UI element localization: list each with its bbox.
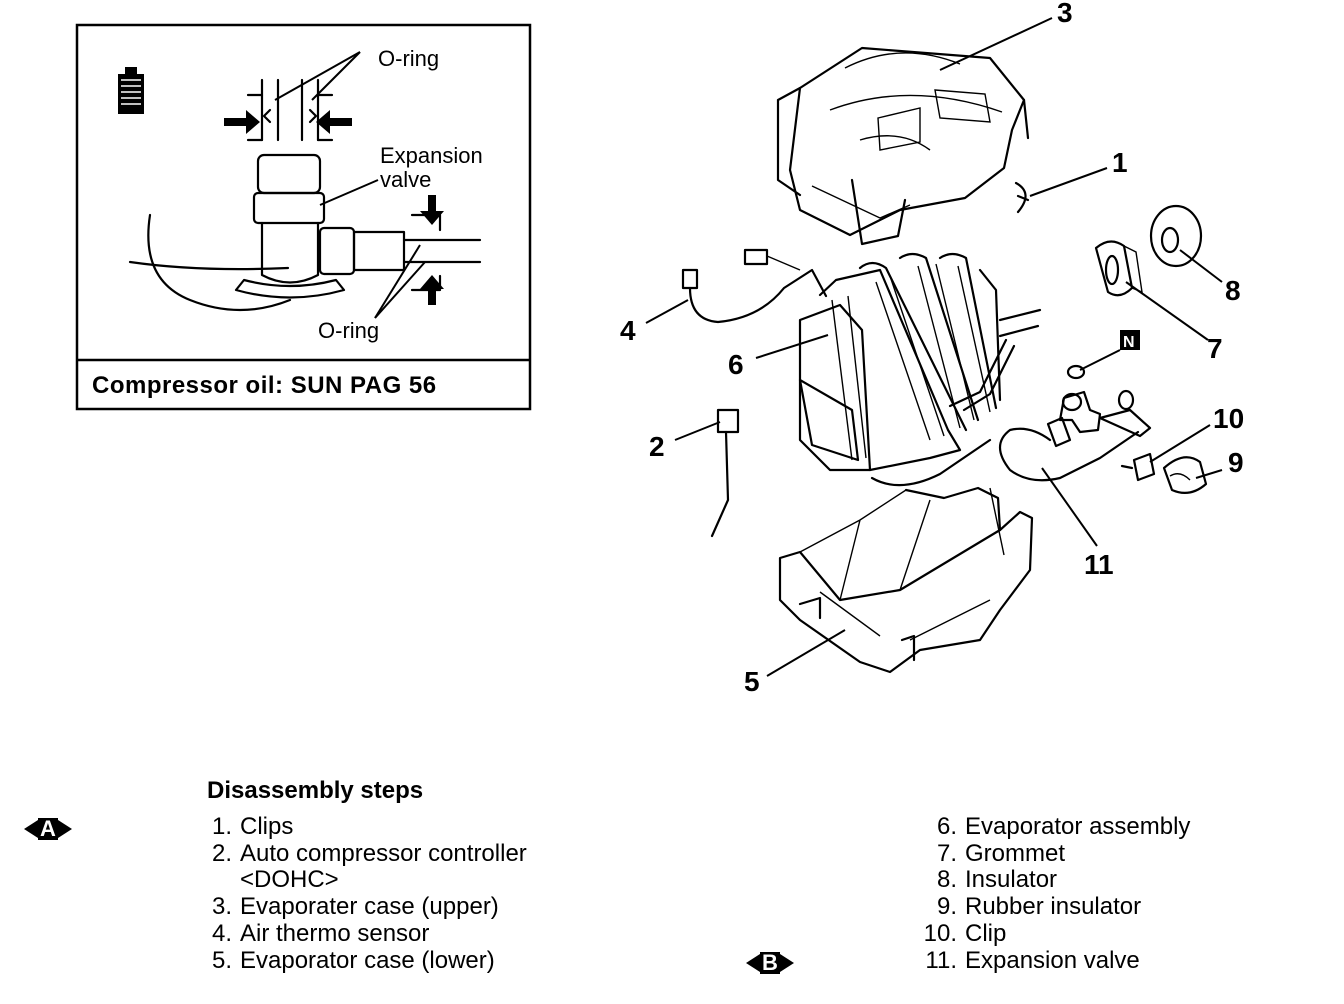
part-clip <box>1014 181 1030 214</box>
list-item: 7.Grommet <box>936 839 1066 867</box>
list-item: <DOHC> <box>240 866 339 894</box>
part-air-thermo-sensor <box>681 248 828 324</box>
list-item: 5.Evaporator case (lower) <box>211 946 495 974</box>
steps-title: Disassembly steps <box>207 777 424 804</box>
inset-caption: Compressor oil: SUN PAG 56 <box>92 372 437 399</box>
part-grommet <box>1094 240 1143 297</box>
callout-8: 8 <box>1225 275 1241 306</box>
list-item: 6.Evaporator assembly <box>936 813 1191 840</box>
callout-3: 3 <box>1057 0 1073 28</box>
list-item: 11.Expansion valve <box>925 946 1140 974</box>
inset-panel: O-ring Expansion valve O-ring Compressor… <box>75 23 532 411</box>
part-auto-compressor-controller <box>710 408 740 538</box>
callout-11: 11 <box>1084 549 1114 580</box>
list-item: 1.Clips <box>211 813 294 840</box>
part-rubber-insulator <box>1162 456 1208 495</box>
label-oring-top: O-ring <box>378 46 439 71</box>
list-item: 2.Auto compressor controller <box>211 839 527 867</box>
callout-4: 4 <box>620 315 636 346</box>
callout-9: 9 <box>1228 447 1244 478</box>
expansion-valve-group: N <box>998 330 1152 482</box>
oil-can-icon <box>118 67 144 114</box>
evaporator-case-upper <box>776 46 1030 246</box>
list-item: 3.Evaporater case (upper) <box>211 893 499 921</box>
callout-7: 7 <box>1207 333 1223 364</box>
triangle-right-icon <box>779 954 794 972</box>
label-expansion-valve-1: Expansion <box>380 143 483 168</box>
callout-1: 1 <box>1112 147 1128 178</box>
part-insulator <box>1149 204 1203 268</box>
callout-5: 5 <box>744 666 760 697</box>
n-tag: N <box>1123 334 1135 351</box>
callout-leaders <box>645 17 1223 677</box>
evaporator-case-lower <box>778 486 1034 674</box>
steps-list-right: 6.Evaporator assembly 7.Grommet 8.Insula… <box>914 813 1191 974</box>
part-clip-10 <box>1120 452 1156 482</box>
triangle-right-icon <box>57 820 72 838</box>
triangle-left-icon <box>24 820 38 838</box>
list-item: 8.Insulator <box>936 866 1058 894</box>
inset-leaders <box>274 51 426 319</box>
evaporator-assembly <box>798 252 1042 487</box>
callout-10: 10 <box>1213 403 1244 434</box>
marker-b: B <box>746 952 794 974</box>
callout-2: 2 <box>649 431 665 462</box>
marker-a: A <box>24 818 72 840</box>
label-expansion-valve-2: valve <box>380 167 431 192</box>
list-item: 10.Clip <box>923 919 1007 947</box>
inset-valve-drawing <box>128 78 482 312</box>
callout-6: 6 <box>728 349 744 380</box>
list-item: 4.Air thermo sensor <box>211 919 430 947</box>
label-oring-bottom: O-ring <box>318 318 379 343</box>
steps-list-left: 1.Clips 2.Auto compressor controller <DO… <box>196 813 527 974</box>
triangle-left-icon <box>746 954 760 972</box>
list-item: 9.Rubber insulator <box>936 893 1142 921</box>
